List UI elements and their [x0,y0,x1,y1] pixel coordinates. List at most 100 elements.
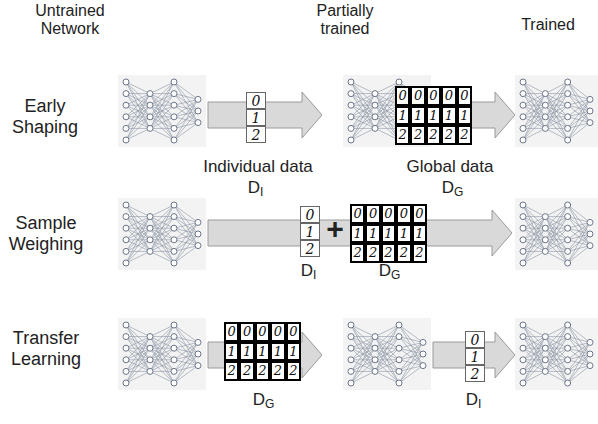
network-weight [150,205,174,251]
network-neuron [587,96,593,102]
network-neuron [372,102,378,108]
network-weight [150,94,174,129]
network-weight [568,354,590,383]
digit-cell: 1 [224,342,239,362]
network-weight [568,222,590,251]
network-neuron [123,368,129,374]
network-neuron [147,345,153,351]
network-weight [150,117,174,129]
network-weight [545,205,567,240]
network-weight [174,354,198,383]
network-weight [351,117,375,140]
network-weight [150,325,174,371]
network-weight [150,348,174,383]
network-neuron [195,219,201,225]
network-neuron [520,102,526,108]
digit-cell: 1 [300,223,320,240]
network-weight [174,205,198,234]
network-weight [523,217,545,229]
network-neuron [372,125,378,131]
network-weight [150,228,174,263]
network-weight [375,325,399,337]
network-weight [174,337,198,366]
network-neuron [123,125,129,131]
network-weight [523,228,545,263]
network-neuron [565,334,571,340]
network-weight [545,205,567,217]
network-weight [174,111,198,140]
network-neuron [123,322,129,328]
network-neuron [372,91,378,97]
network-neuron [565,237,571,243]
network-neuron [520,114,526,120]
network-neuron [195,351,201,357]
network-weight [523,105,545,140]
network-weight [523,205,545,240]
network-neuron [520,322,526,328]
network-weight [150,348,174,371]
network-weight [126,205,150,217]
digit-cell: 0 [381,204,396,224]
network-weight [150,82,174,94]
network-neuron [542,102,548,108]
network-weight [545,217,567,252]
network-neuron [587,243,593,249]
plus-sign: + [322,212,348,247]
network-weight [545,371,567,383]
network-weight [351,336,375,337]
network-weight [375,325,399,371]
network-neuron [123,91,129,97]
network-neuron [565,91,571,97]
network-weight [351,337,375,383]
network-neuron [565,202,571,208]
network-weight [174,246,198,263]
network-weight [150,360,174,372]
network-picture [343,75,431,147]
network-weight [523,337,545,349]
network-weight [523,371,545,383]
network-neuron [147,357,153,363]
network-neuron [396,368,402,374]
network-weight [375,325,399,360]
network-weight [523,94,545,106]
network-neuron [565,322,571,328]
network-neuron [565,248,571,254]
network-neuron [565,137,571,143]
network-neuron [520,91,526,97]
network-weight [126,337,150,360]
network-weight [150,228,174,251]
network-weight [523,217,545,229]
network-weight [545,348,567,383]
network-weight [150,105,174,128]
network-weight [568,205,590,234]
network-weight [568,246,590,263]
network-neuron [171,334,177,340]
network-weight [126,337,150,349]
network-weight [126,94,150,140]
network-neuron [147,125,153,131]
network-weight [150,228,174,251]
network-weight [351,371,375,383]
network-neuron [542,368,548,374]
network-weight [126,325,150,371]
network-neuron [587,108,593,114]
network-weight [545,117,567,129]
network-weight [126,94,150,117]
network-weight [375,360,399,383]
network-weight [150,371,174,383]
network-neuron [520,202,526,208]
network-weight [568,123,590,140]
network-neuron [520,225,526,231]
network-weight [351,93,375,94]
network-weight [351,82,375,105]
row-label: Sample Weighing [0,213,92,254]
network-neuron [171,214,177,220]
network-picture [118,318,206,390]
network-neuron [195,108,201,114]
network-neuron [348,322,354,328]
network-weight [523,337,545,349]
network-neuron [565,380,571,386]
network-neuron [147,334,153,340]
network-background [343,318,431,390]
network-weight [126,94,150,129]
